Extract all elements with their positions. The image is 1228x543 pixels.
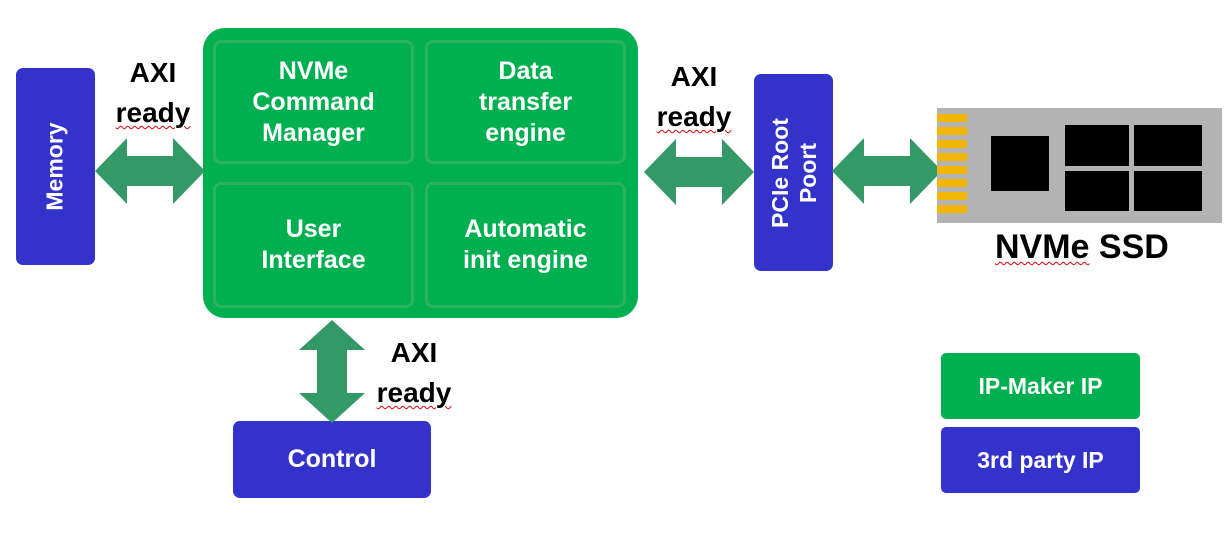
- axi-ready-label-pcie: AXI ready: [646, 57, 742, 137]
- control-block: Control: [233, 421, 431, 498]
- memory-block: Memory: [16, 68, 95, 265]
- nvme-command-manager-cell: NVMe Command Manager: [213, 40, 414, 164]
- ssd-icon: [937, 108, 1222, 223]
- ssd-title: NVMe SSD: [995, 228, 1169, 267]
- nvme-ip-core-block: NVMe Command Manager Data transfer engin…: [203, 28, 638, 318]
- axi-ready-label-control: AXI ready: [366, 333, 462, 413]
- pcie-label-line1: PCIe Root: [766, 117, 793, 228]
- memory-label: Memory: [42, 122, 69, 211]
- pcie-label: PCIe Root Poort: [766, 118, 822, 228]
- double-arrow-icon: [832, 138, 942, 204]
- data-transfer-engine-cell: Data transfer engine: [425, 40, 626, 164]
- double-arrow-icon: [644, 139, 754, 205]
- legend-ip-maker: IP-Maker IP: [941, 353, 1140, 419]
- axi-label-line2: ready: [115, 97, 191, 128]
- double-arrow-icon: [95, 138, 205, 204]
- ssd-title-part1: NVMe: [995, 228, 1090, 266]
- axi-label-line1: AXI: [129, 57, 177, 88]
- pcie-root-port-block: PCIe Root Poort: [754, 74, 833, 271]
- legend-third-party-label: 3rd party IP: [977, 446, 1104, 473]
- axi-ready-label-memory: AXI ready: [105, 53, 201, 133]
- automatic-init-engine-cell: Automatic init engine: [425, 182, 626, 308]
- axi-label-line2: ready: [656, 101, 732, 132]
- control-label: Control: [287, 445, 377, 473]
- axi-label-line1: AXI: [670, 61, 718, 92]
- user-interface-cell: User Interface: [213, 182, 414, 308]
- pcie-label-line2: Poort: [794, 142, 821, 203]
- ssd-title-part2: SSD: [1098, 228, 1169, 266]
- legend-ip-maker-label: IP-Maker IP: [978, 372, 1103, 399]
- legend-third-party: 3rd party IP: [941, 427, 1140, 493]
- axi-label-line2: ready: [376, 377, 452, 408]
- double-arrow-icon: [299, 320, 365, 423]
- axi-label-line1: AXI: [390, 337, 438, 368]
